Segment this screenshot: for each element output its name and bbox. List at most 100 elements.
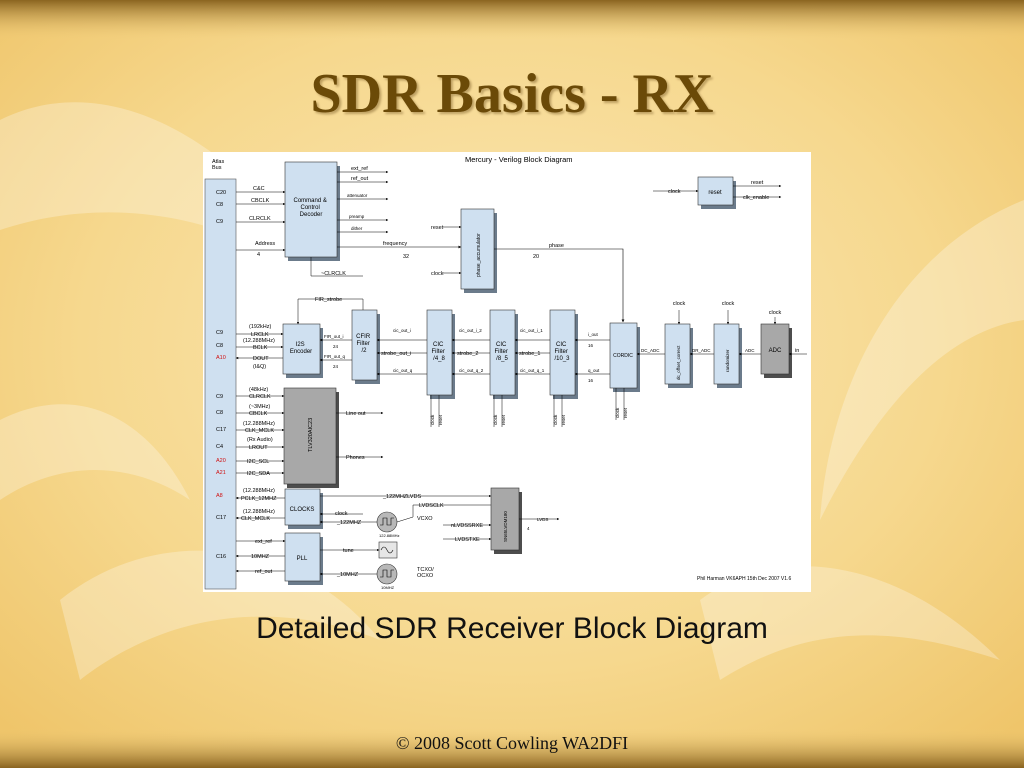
signal-nclrclk: ~CLRCLK <box>321 271 346 277</box>
signal-i2c-scl: I2C_SCL <box>247 459 269 465</box>
signal-dither: dither <box>351 226 363 231</box>
signal-10mhz: 10MHZ <box>251 554 270 560</box>
cfir-filter-label-3: /2 <box>361 348 367 354</box>
signal-clock: clock <box>673 301 686 307</box>
signal-clrclk-freq: (48kHz) <box>249 387 268 393</box>
signal-lrclk-freq: (192kHz) <box>249 324 271 330</box>
reset-block-label: reset <box>708 190 722 196</box>
dc-offset-correct-label: dc_offset_correct <box>676 345 681 380</box>
signal-cic-out-i-2: cic_out_i_2 <box>459 328 482 333</box>
signal-ref-out: ref_out <box>351 176 369 182</box>
signal-clock: clock <box>769 310 782 316</box>
signal-phones: Phones <box>346 455 365 461</box>
dc-offset-correct <box>664 323 691 385</box>
cordic-label: CORDIC <box>613 353 633 359</box>
i2s-encoder-label-1: I2S <box>296 342 305 348</box>
pin-c17: C17 <box>216 515 226 521</box>
signal-clk-enable: clk_enable <box>743 195 769 201</box>
cic-filter-4-8-label-1: CIC <box>433 342 444 348</box>
randomizer-label: randomizer <box>725 349 730 372</box>
signal-strobe-2: strobe_2 <box>457 351 478 357</box>
signal-clrclk: CLRCLK <box>249 216 271 222</box>
block-diagram: Mercury - Verilog Block Diagram Atlas Bu… <box>203 152 811 592</box>
signal-preamp: preamp <box>349 214 365 219</box>
signal-frequency: frequency <box>383 241 407 247</box>
signal-attenuator: attenuator <box>347 193 368 198</box>
signal-clock: clock <box>668 189 681 195</box>
wire <box>296 298 364 325</box>
signal-address: Address <box>255 241 275 247</box>
signal-mclk-freq: (12.288MHz) <box>243 421 275 427</box>
signal-width: 16 <box>588 343 594 348</box>
square-wave-icon <box>380 517 394 526</box>
signal-width: 16 <box>588 378 594 383</box>
atlas-bus-label-1: Atlas <box>212 159 224 165</box>
decoder-label-3: Decoder <box>300 212 323 218</box>
wire <box>396 504 491 523</box>
cic-filter-4-8-label-3: /4_8 <box>433 356 445 362</box>
slide-footer: © 2008 Scott Cowling WA2DFI <box>395 733 629 753</box>
signal-in: in <box>795 348 799 354</box>
signal-fir-strobe: FIR_strobe <box>315 297 342 303</box>
cic-filter-8-5-label-3: /8_5 <box>496 356 508 362</box>
sn65lvdm180-label: SN65LVDM180 <box>503 511 508 542</box>
sn65lvdm180 <box>490 487 520 551</box>
atlas-bus-label: Atlas Bus <box>212 159 226 171</box>
atlas-bus <box>204 178 237 590</box>
signal-phase-width: 20 <box>533 254 539 260</box>
signal-fir-out-q: FIR_out_q <box>324 354 346 359</box>
signal-reset: reset <box>438 414 443 425</box>
signal-cic-out-i: cic_out_i <box>393 328 411 333</box>
signal-10mhz: _10MHZ <box>336 572 359 578</box>
adc <box>760 323 790 375</box>
signal-cc: C&C <box>253 186 265 192</box>
signal-nlvdssrxe: nLVDSSRXE <box>451 523 483 529</box>
signal-address-width: 4 <box>257 252 260 258</box>
sine-wave-icon <box>380 546 394 554</box>
pin-a21: A21 <box>216 470 226 476</box>
signal-ext-ref: ext_ref <box>351 166 368 172</box>
cic-filter-10-3-label-3: /10_3 <box>554 356 570 362</box>
pll-block <box>284 532 321 582</box>
atlas-bus-label-2: Bus <box>212 165 222 171</box>
pin-a10: A10 <box>216 355 226 361</box>
signal-lvdstxe: LVDSTXE <box>455 537 480 543</box>
signal-cic-out-q-1: cic_out_q_1 <box>520 368 545 373</box>
pin-a8: A8 <box>216 493 223 499</box>
signal-pclk: PCLK_12MHZ <box>241 496 277 502</box>
signal-122mhz: _122MHZ <box>336 520 362 526</box>
cfir-filter-label-1: CFIR <box>356 334 371 340</box>
cic-filter-10-3-label: CIC Filter /10_3 <box>554 342 570 362</box>
pll-block-label: PLL <box>297 556 308 562</box>
signal-dout: DOUT <box>253 356 269 362</box>
signal-clock: clock <box>553 414 558 425</box>
signal-ext-ref: ext_ref <box>255 539 272 545</box>
signal-lrout: LROUT <box>249 445 268 451</box>
signal-clock: clock <box>722 301 735 307</box>
cfir-filter-label-2: Filter <box>356 341 369 347</box>
signal-adc: ADC <box>745 348 755 353</box>
signal-clock: clock <box>431 271 444 277</box>
decoder-label-1: Command & <box>293 198 326 204</box>
filter-box <box>378 541 398 559</box>
diagram-credit: Phil Harman VK6APH 15th Dec 2007 V1.6 <box>697 576 791 582</box>
decoder-label-2: Control <box>300 205 319 211</box>
signal-lvds: LVDS <box>537 517 548 522</box>
cic-filter-4-8-label: CIC Filter /4_8 <box>431 342 446 362</box>
pin-c16: C16 <box>216 554 226 560</box>
signal-reset: reset <box>501 414 506 425</box>
signal-dc-adc: DC_ADC <box>641 348 660 353</box>
signal-fir-out-i: FIR_out_i <box>324 334 344 339</box>
slide-title: SDR Basics - RX <box>310 63 714 125</box>
signal-tune: tune <box>343 548 354 554</box>
signal-frequency-width: 32 <box>403 254 409 260</box>
signal-cic-out-q-2: cic_out_q_2 <box>459 368 484 373</box>
pin-c4: C4 <box>216 444 223 450</box>
pin-c9: C9 <box>216 330 223 336</box>
tcxo-label: TCXO/ OCXO <box>417 567 435 579</box>
pin-c9: C9 <box>216 219 223 225</box>
signal-reset: reset <box>751 180 764 186</box>
signal-clock: clock <box>335 511 348 517</box>
tcxo-frequency: 10MHZ <box>381 585 395 590</box>
signal-bclk-freq: (12.288MHz) <box>243 338 275 344</box>
